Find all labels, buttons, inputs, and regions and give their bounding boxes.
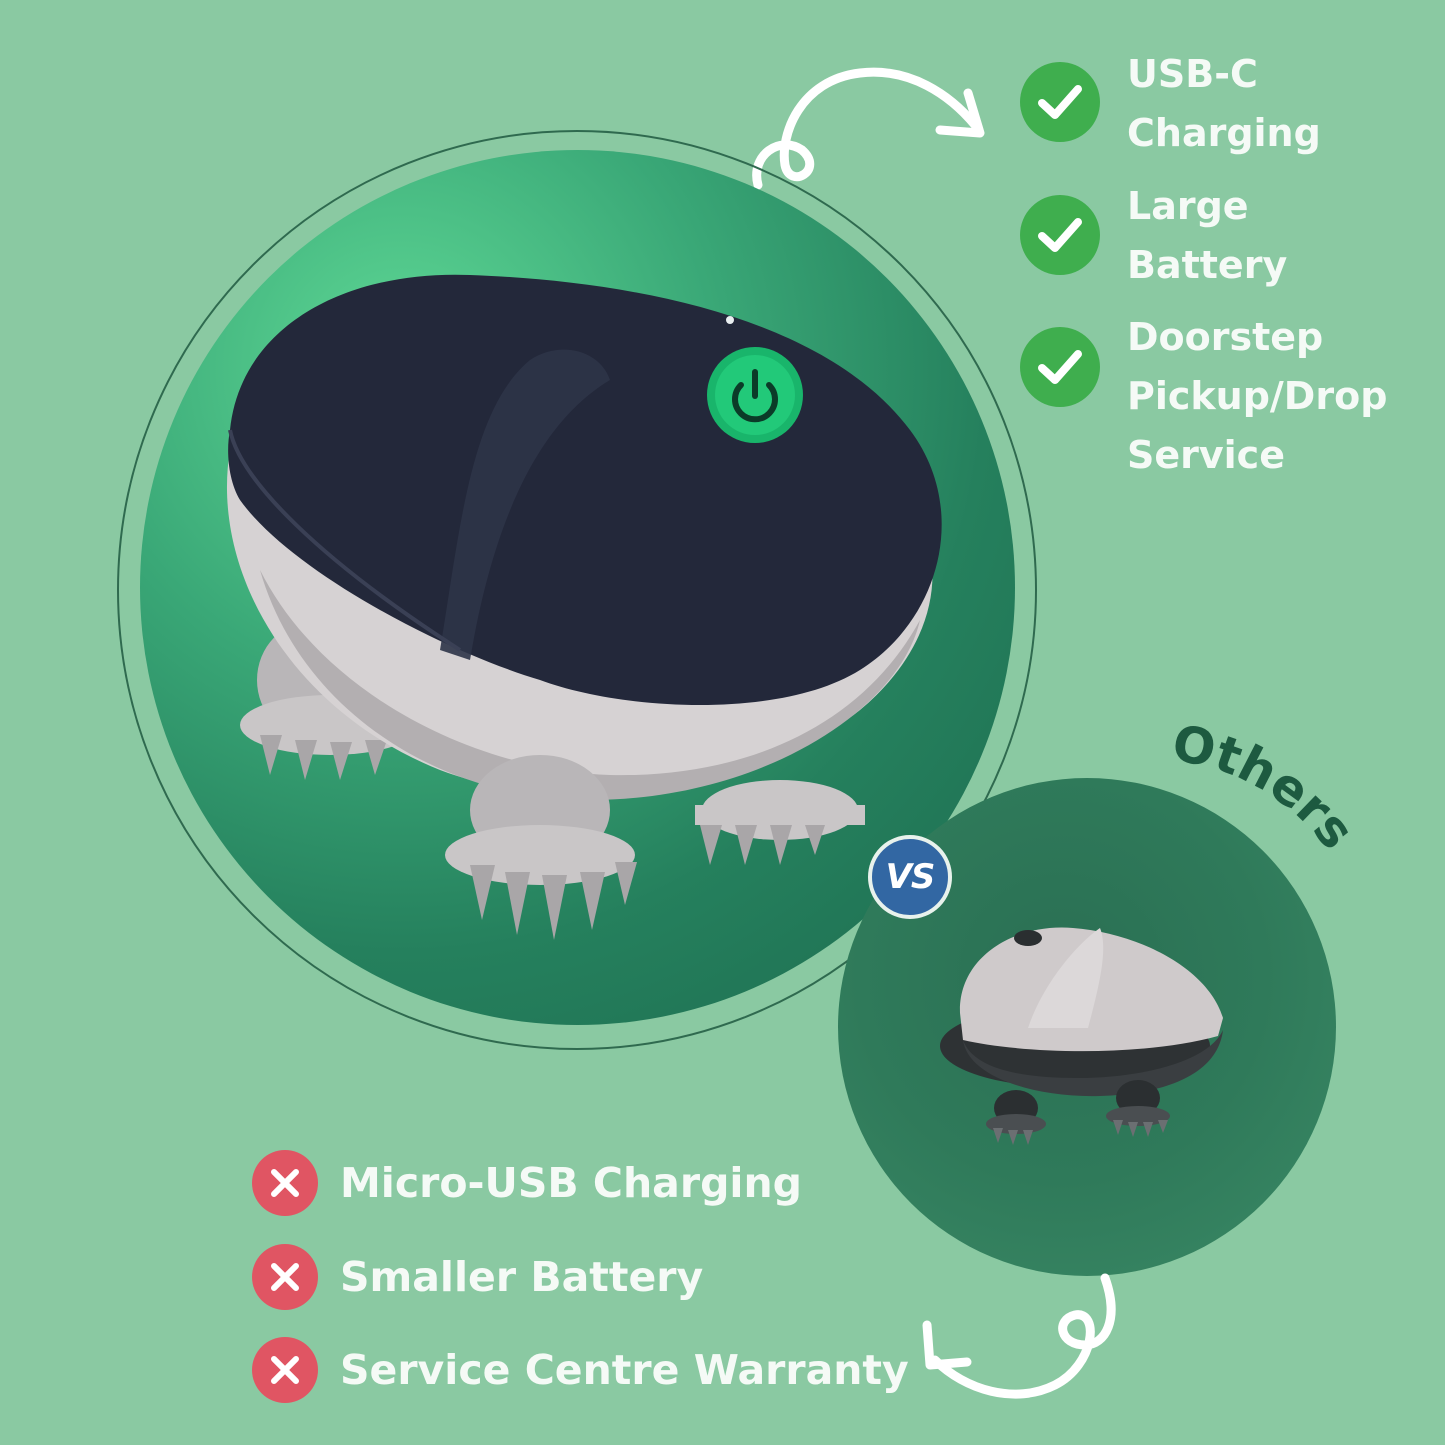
scalp-massager-dark-image — [226, 274, 942, 940]
cross-icon — [252, 1244, 318, 1310]
pro-label: USB-C Charging — [1127, 52, 1321, 155]
scalp-massager-others-image — [940, 927, 1223, 1145]
curly-arrow-top-icon — [752, 67, 985, 190]
con-label: Service Centre Warranty — [340, 1346, 909, 1394]
pro-item-battery: Large Battery — [1020, 184, 1417, 295]
con-label: Micro-USB Charging — [340, 1159, 803, 1207]
cross-icon — [252, 1337, 318, 1403]
check-icon — [1020, 327, 1100, 407]
pro-label: Large Battery — [1127, 184, 1288, 287]
pro-item-doorstep: Doorstep Pickup/Drop Service — [1020, 315, 1417, 485]
con-item-warranty: Service Centre Warranty — [252, 1337, 909, 1403]
cross-icon — [252, 1150, 318, 1216]
product-ring — [117, 130, 1037, 1050]
pro-item-usb-c: USB-C Charging — [1020, 52, 1417, 163]
vs-badge: VS — [868, 835, 952, 919]
curly-arrow-bottom-icon — [922, 1273, 1116, 1399]
check-icon — [1020, 62, 1100, 142]
pro-label: Doorstep Pickup/Drop Service — [1127, 315, 1388, 477]
check-icon — [1020, 195, 1100, 275]
con-item-battery: Smaller Battery — [252, 1244, 703, 1310]
con-item-micro-usb: Micro-USB Charging — [252, 1150, 802, 1216]
con-label: Smaller Battery — [340, 1253, 704, 1301]
